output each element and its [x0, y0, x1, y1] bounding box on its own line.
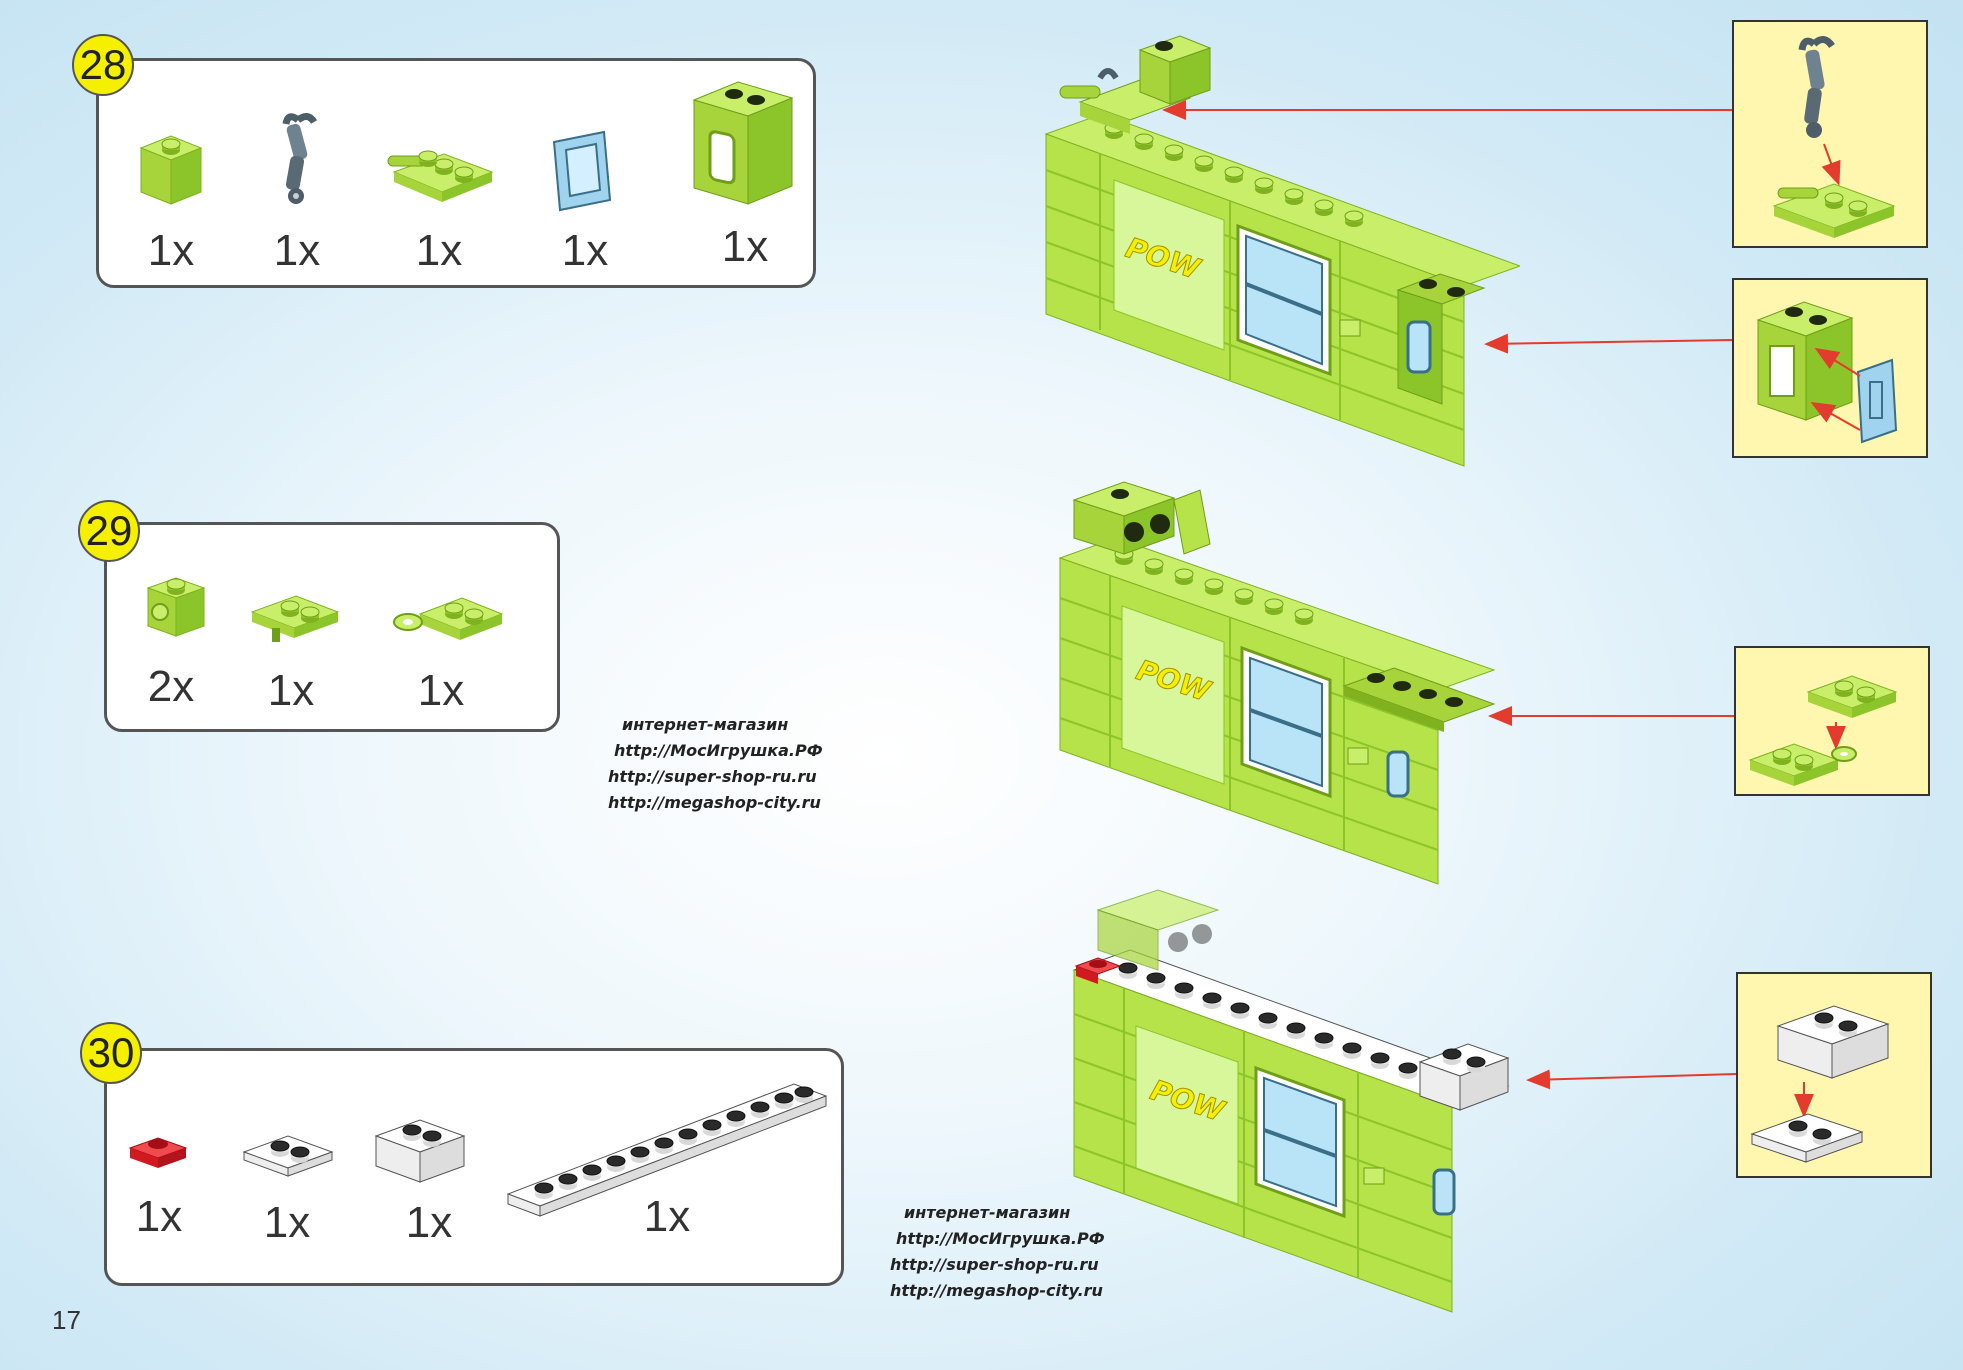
step-30-parts-box — [104, 1048, 844, 1286]
step-30-qty-2: 1x — [263, 1198, 311, 1247]
step-29-assembly-wall: POW — [1058, 481, 1496, 885]
watermark-shop-links-2: интернет-магазин http://МосИгрушка.РФ ht… — [890, 1200, 1105, 1304]
watermark-1-line-3[interactable]: http://super-shop-ru.ru — [608, 767, 817, 786]
watermark-shop-links-1: интернет-магазин http://МосИгрушка.РФ ht… — [608, 712, 823, 816]
step-30-assembly-wall: POW — [1072, 889, 1510, 1313]
trans-blue-window-glass-icon — [552, 130, 612, 212]
step-29-qty-2: 1x — [267, 666, 315, 715]
lime-brick-studded-side-icon — [146, 577, 206, 637]
white-plate-1x12-icon — [506, 1083, 828, 1217]
step-28-qty-1: 1x — [147, 226, 195, 275]
step-28-qty-4: 1x — [561, 226, 609, 275]
plates-detail-icon — [1748, 675, 1898, 786]
step-30-qty-3: 1x — [405, 1198, 453, 1247]
step-29-qty-1: 2x — [147, 662, 195, 711]
white-brick-on-plate-detail-icon — [1750, 1005, 1890, 1163]
step-28-qty-3: 1x — [415, 226, 463, 275]
watermark-2-line-2[interactable]: http://МосИгрушка.РФ — [896, 1229, 1105, 1248]
lime-window-frame-icon — [692, 81, 794, 205]
lime-plate-pin-icon — [250, 595, 340, 642]
detail-box-arm-on-plate — [1732, 20, 1928, 248]
step-28-qty-2: 1x — [273, 226, 321, 275]
window-glass-in-frame-detail-icon — [1756, 301, 1898, 444]
detail-box-white-brick-on-plate — [1736, 972, 1932, 1178]
step-28-assembly-wall: POW — [1044, 35, 1520, 467]
arrow-step-30-brick — [1526, 1069, 1737, 1090]
lime-plate-clip-icon — [387, 150, 494, 202]
watermark-1-line-2[interactable]: http://МосИгрушка.РФ — [614, 741, 823, 760]
watermark-1-line-4[interactable]: http://megashop-city.ru — [608, 793, 821, 812]
detail-box-window-glass-in-frame — [1732, 278, 1928, 458]
white-plate-1x2-icon — [242, 1135, 334, 1177]
gray-arm-icon — [282, 113, 318, 204]
watermark-2-line-3[interactable]: http://super-shop-ru.ru — [890, 1255, 1099, 1274]
step-28-qty-5: 1x — [721, 222, 769, 271]
red-plate-1x1-icon — [128, 1137, 188, 1168]
step-29-number-badge: 29 — [78, 500, 140, 562]
step-30-qty-4: 1x — [643, 1192, 691, 1241]
lime-brick-1x1-icon — [139, 135, 203, 205]
white-brick-1x2-icon — [374, 1119, 466, 1183]
arm-on-plate-detail-icon — [1772, 36, 1896, 238]
step-28-number-badge: 28 — [72, 34, 134, 96]
page-number: 17 — [52, 1305, 81, 1335]
watermark-2-line-1: интернет-магазин — [904, 1203, 1071, 1222]
detail-box-plates — [1734, 646, 1930, 796]
arrow-step-28-frame — [1484, 333, 1733, 354]
watermark-2-line-4[interactable]: http://megashop-city.ru — [890, 1281, 1103, 1300]
lime-plate-ring-icon — [393, 597, 504, 640]
step-30-qty-1: 1x — [135, 1192, 183, 1241]
step-29-qty-3: 1x — [417, 666, 465, 715]
watermark-1-line-1: интернет-магазин — [622, 715, 789, 734]
step-30-number-badge: 30 — [80, 1022, 142, 1084]
